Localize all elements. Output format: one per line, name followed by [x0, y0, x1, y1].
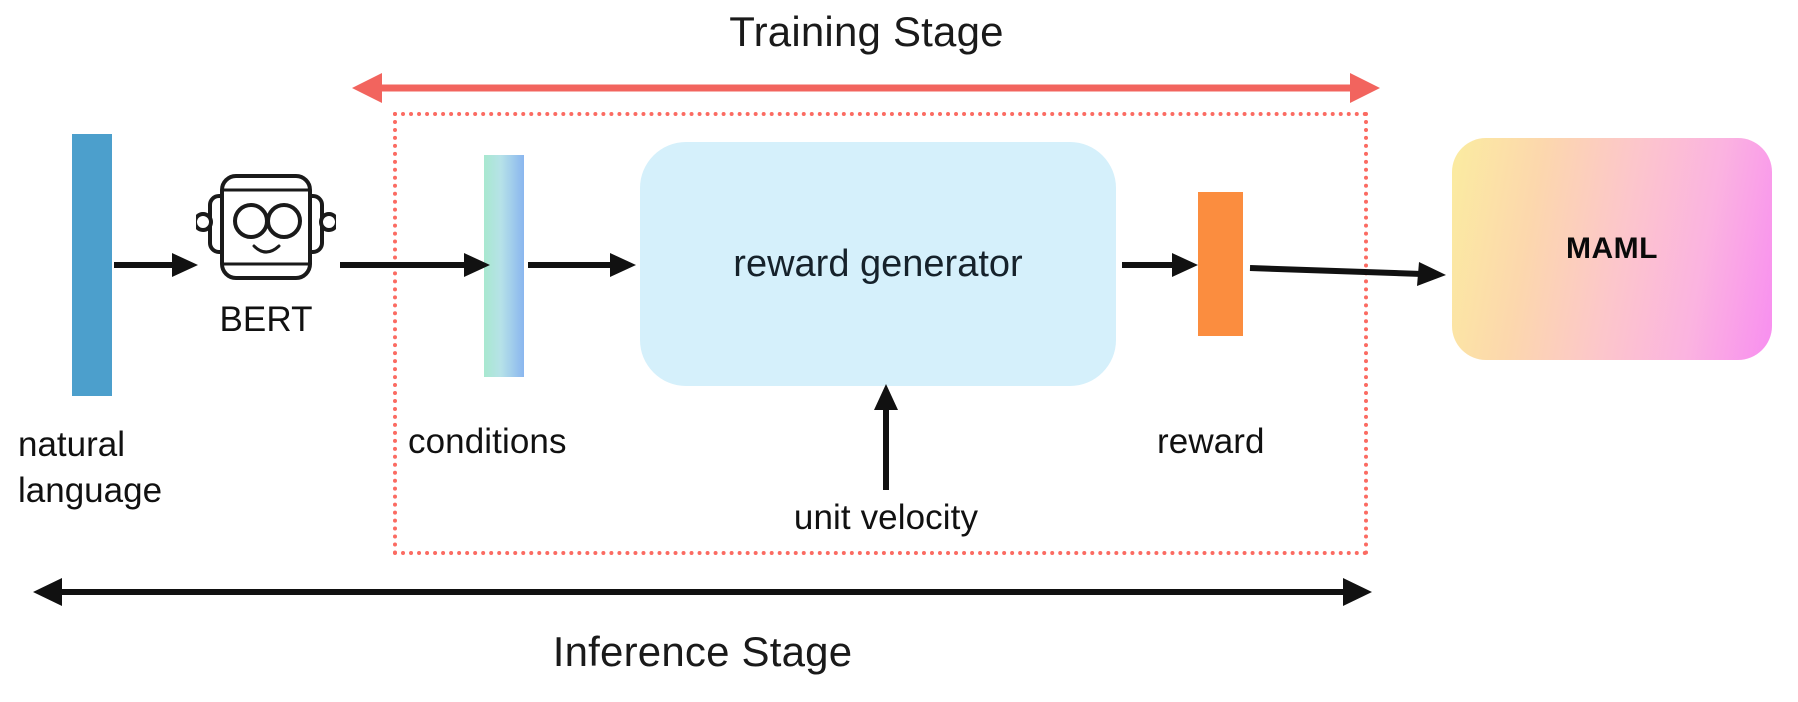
training-stage-span-arrow	[352, 73, 1380, 103]
natural-language-bar	[72, 134, 112, 396]
inference-stage-title: Inference Stage	[552, 628, 853, 675]
reward-bar	[1198, 192, 1243, 336]
arrow-natural-language-to-bert	[114, 253, 198, 277]
unit-velocity-label: unit velocity	[793, 498, 979, 537]
reward-generator-box: reward generator	[640, 142, 1116, 386]
inference-stage-span-arrow	[33, 578, 1372, 606]
bert-label: BERT	[219, 300, 313, 339]
training-region-dotted-box	[393, 112, 1368, 555]
natural-language-label: natural language	[18, 425, 163, 511]
reward-label: reward	[1157, 422, 1265, 461]
training-stage-title: Training Stage	[729, 8, 1004, 55]
conditions-label: conditions	[408, 422, 567, 461]
reward-generator-label: reward generator	[733, 242, 1023, 285]
conditions-bar	[484, 155, 524, 377]
maml-box: MAML	[1452, 138, 1772, 360]
maml-label: MAML	[1566, 232, 1658, 265]
bert-robot-icon	[193, 170, 339, 290]
